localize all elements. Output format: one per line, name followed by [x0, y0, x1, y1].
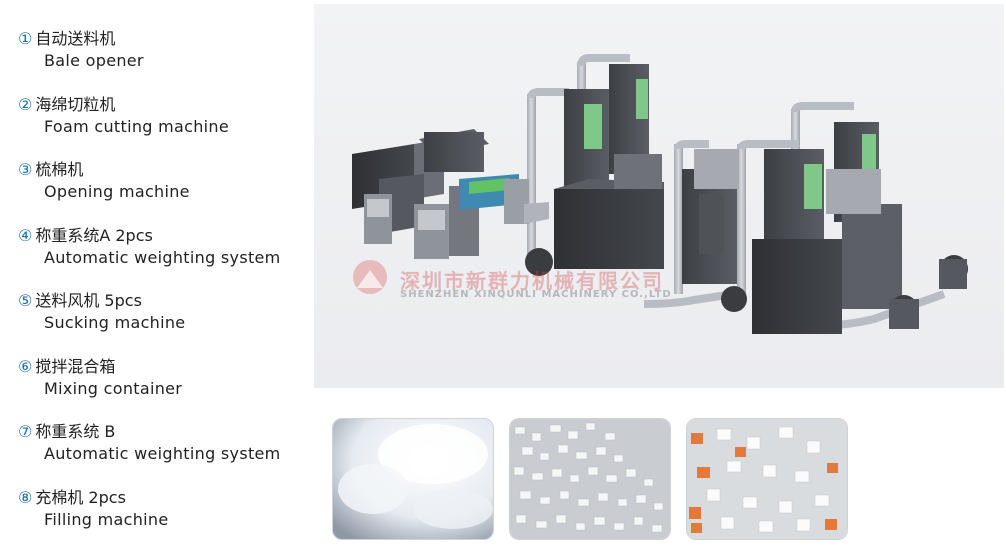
item-number: ⑥ [18, 356, 33, 376]
item-name-cn: 称重系统 B [35, 422, 116, 441]
item-number: ② [18, 94, 33, 114]
cotton-fiber-photo [332, 418, 494, 540]
item-name-cn: 充棉机 2pcs [35, 487, 126, 507]
production-line-illustration [352, 54, 968, 334]
item-name-en: Automatic weighting system [44, 247, 281, 267]
production-line-image [314, 4, 1004, 388]
item-name-en: Mixing container [44, 378, 183, 398]
item-name-en: Filling machine [44, 509, 169, 529]
item-number: ③ [18, 160, 33, 179]
item-name-cn: 送料风机 5pcs [35, 291, 142, 310]
item-name-en: Opening machine [44, 182, 190, 201]
item-name-cn: 梳棉机 [35, 160, 84, 179]
item-name-en: Automatic weighting system [44, 444, 281, 463]
item-name-en: Bale opener [44, 51, 144, 70]
item-number: ⑧ [18, 487, 33, 507]
foam-granules-photo [509, 418, 671, 540]
item-number: ⑤ [18, 291, 33, 310]
mixed-granules-photo [686, 418, 848, 540]
item-name-en: Sucking machine [44, 313, 186, 332]
item-name-cn: 搅拌混合箱 [35, 356, 116, 376]
item-name-cn: 自动送料机 [35, 29, 116, 48]
item-number: ④ [18, 225, 33, 245]
item-number: ① [18, 29, 33, 48]
item-number: ⑦ [18, 422, 33, 441]
company-logo-watermark [353, 260, 387, 294]
item-name-cn: 称重系统A 2pcs [35, 225, 153, 245]
watermark-company-en: SHENZHEN XINQUNLI MACHINERY CO.,LTD [400, 289, 672, 300]
item-name-en: Foam cutting machine [44, 116, 229, 136]
watermark-company-cn: 深圳市新群力机械有限公司 [400, 269, 664, 293]
item-name-cn: 海绵切粒机 [35, 94, 116, 114]
